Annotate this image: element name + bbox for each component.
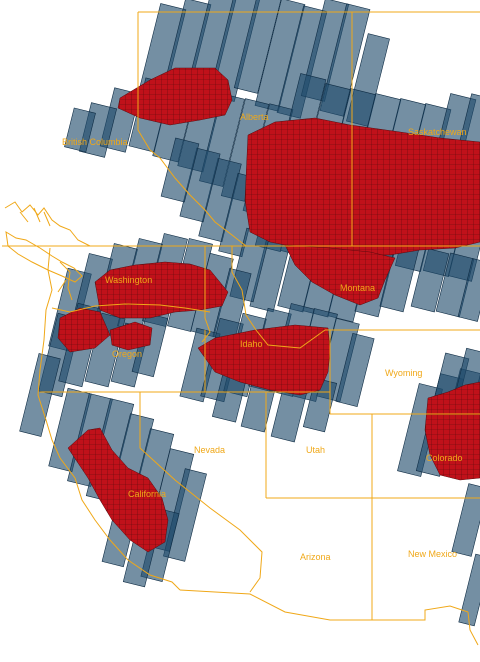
label-alberta: Alberta [240,112,269,122]
scene-footprint [19,353,61,437]
label-saskatchewan: Saskatchewan [408,127,467,137]
label-montana: Montana [340,283,375,293]
coverage-montana [284,244,396,306]
coverage-idaho [197,324,331,396]
label-wyoming: Wyoming [385,368,422,378]
border-wa-id [201,246,211,343]
label-new-mexico: New Mexico [408,549,457,559]
scene-footprint [335,333,375,407]
border-texas [467,611,479,646]
coverage-bc [117,67,233,126]
label-layer: British Columbia Alberta Saskatchewan Wa… [62,112,467,562]
coverage-colorado [424,381,480,481]
coastline-pacific [37,247,181,591]
label-washington: Washington [105,275,152,285]
coverage-oregon-inner [109,321,153,351]
border-wa-or [51,303,211,313]
label-utah: Utah [306,445,325,455]
label-arizona: Arizona [300,552,331,562]
label-oregon: Oregon [112,349,142,359]
scene-footprint [457,258,480,322]
coastline-vancouver-island [5,231,83,283]
coverage-alberta-saskatchewan [244,117,480,256]
border-id-south [204,330,330,393]
label-nevada: Nevada [194,445,225,455]
border-bc-alberta [137,12,247,247]
coastline-bc-islands [4,201,91,247]
scene-footprint [410,247,450,313]
boundary-layer [2,11,480,646]
scene-footprint [160,137,200,203]
scene-footprint [458,553,480,627]
coastline-bc-fjords [19,207,51,227]
coastline-puget [57,261,73,301]
border-id-mt [231,246,326,349]
scene-footprint [233,0,283,94]
label-colorado: Colorado [426,453,463,463]
border-ca-nv-diagonal [139,392,263,593]
coverage-california [67,427,169,553]
label-california: California [128,489,166,499]
label-idaho: Idaho [240,339,263,349]
border-us-mexico [179,589,469,621]
label-british-columbia: British Columbia [62,137,128,147]
scene-footprint [64,107,96,153]
